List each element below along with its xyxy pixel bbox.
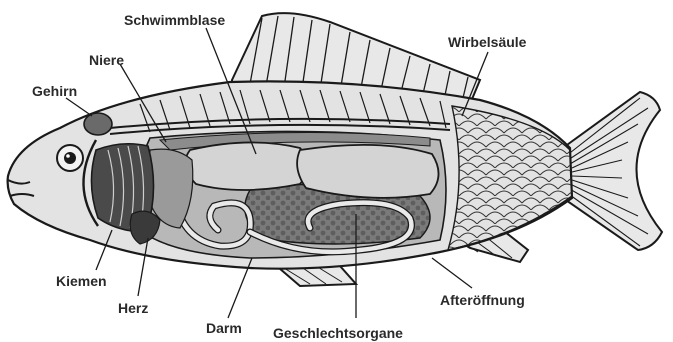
label-afteroeffnung: Afteröffnung: [440, 293, 525, 307]
label-kiemen: Kiemen: [56, 274, 107, 288]
label-geschlechtsorgane: Geschlechtsorgane: [273, 326, 403, 340]
brain: [84, 113, 112, 135]
label-gehirn: Gehirn: [32, 84, 77, 98]
swim-bladder: [185, 142, 438, 197]
label-herz: Herz: [118, 301, 148, 315]
scales: [448, 106, 572, 250]
label-wirbelsaeule: Wirbelsäule: [448, 35, 526, 49]
label-niere: Niere: [89, 53, 124, 67]
label-schwimmblase: Schwimmblase: [124, 13, 225, 27]
label-darm: Darm: [206, 321, 242, 335]
eye: [57, 145, 83, 171]
tail-fin: [560, 92, 662, 250]
